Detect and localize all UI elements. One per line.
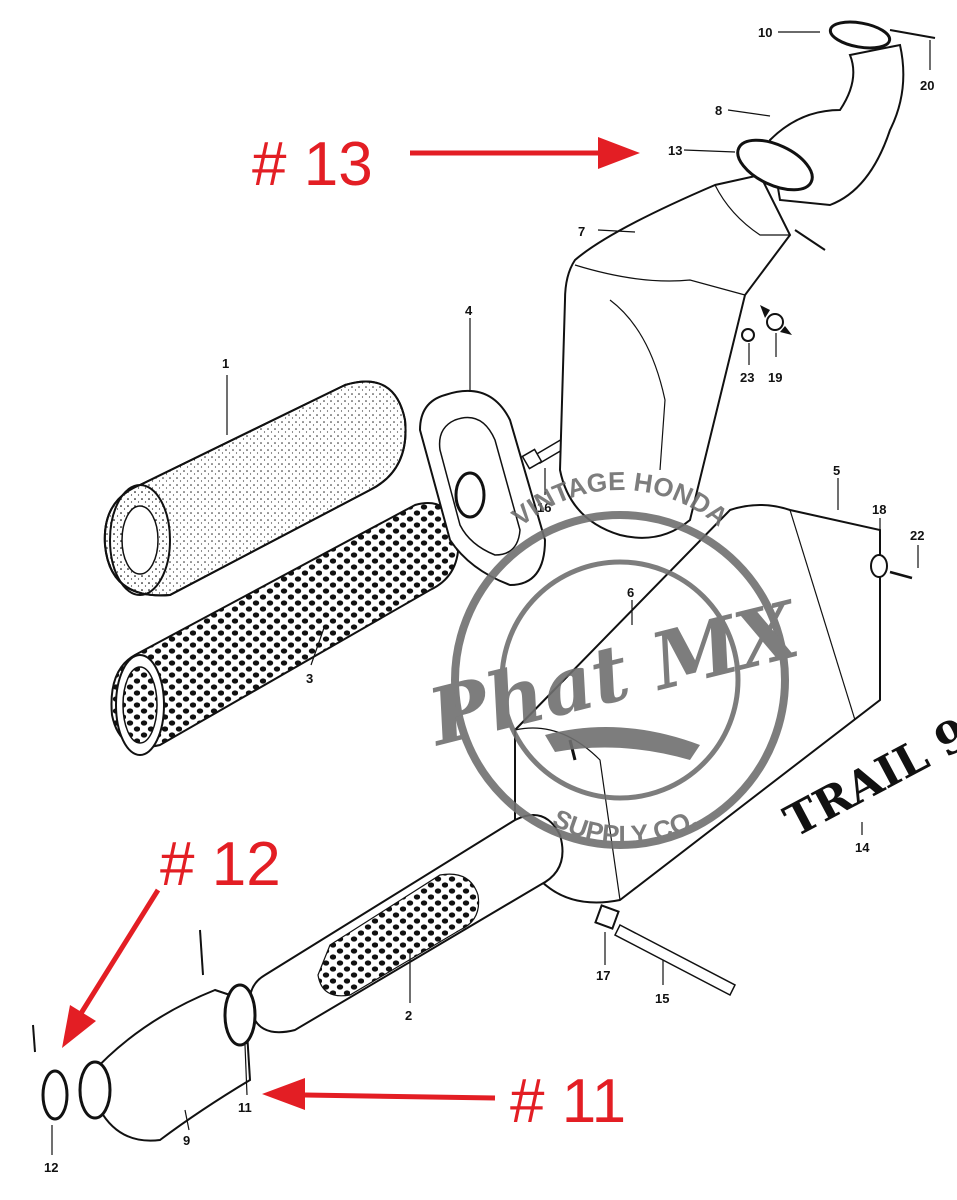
part-number-1: 1	[222, 356, 229, 371]
foam-filter-element	[103, 380, 407, 597]
upper-elbow-hose	[736, 20, 936, 251]
lower-elbow-hose	[32, 929, 257, 1142]
callout-13-arrow-icon	[598, 137, 640, 169]
callout-12: # 12	[62, 830, 281, 1048]
part-number-13: 13	[668, 143, 682, 158]
part-numbers: 1 2 3 4 5 6 7 8 9 10 11 12 13 14 15 16 1…	[44, 25, 934, 1175]
callout-11-arrow-icon	[262, 1078, 305, 1110]
part-number-14: 14	[855, 840, 870, 855]
part-number-12: 12	[44, 1160, 58, 1175]
leader-lines	[51, 31, 931, 1155]
wing-nut	[741, 305, 792, 342]
part-number-17: 17	[596, 968, 610, 983]
bolt-hardware	[594, 554, 913, 997]
part-number-5: 5	[833, 463, 840, 478]
callout-13: # 13	[252, 130, 640, 199]
part-number-3: 3	[306, 671, 313, 686]
callout-13-label: # 13	[252, 130, 373, 199]
part-number-6: 6	[627, 585, 634, 600]
part-number-16: 16	[537, 500, 551, 515]
part-number-2: 2	[405, 1008, 412, 1023]
part-number-18: 18	[872, 502, 886, 517]
callout-11-label: # 11	[510, 1067, 626, 1136]
part-number-23: 23	[740, 370, 754, 385]
callout-12-label: # 12	[160, 830, 281, 899]
part-number-9: 9	[183, 1133, 190, 1148]
part-number-22: 22	[910, 528, 924, 543]
part-number-10: 10	[758, 25, 772, 40]
callout-11: # 11	[262, 1067, 626, 1136]
part-number-19: 19	[768, 370, 782, 385]
intake-tube	[248, 814, 564, 1034]
part-number-11: 11	[238, 1100, 252, 1115]
part-number-4: 4	[465, 303, 473, 318]
wing-logo-icon	[545, 727, 700, 760]
gasket-plate	[418, 389, 547, 587]
part-number-15: 15	[655, 991, 669, 1006]
callout-12-arrow-icon	[62, 1005, 96, 1048]
part-number-20: 20	[920, 78, 934, 93]
intake-cover	[558, 173, 792, 539]
part-number-7: 7	[578, 224, 585, 239]
part-number-8: 8	[715, 103, 722, 118]
